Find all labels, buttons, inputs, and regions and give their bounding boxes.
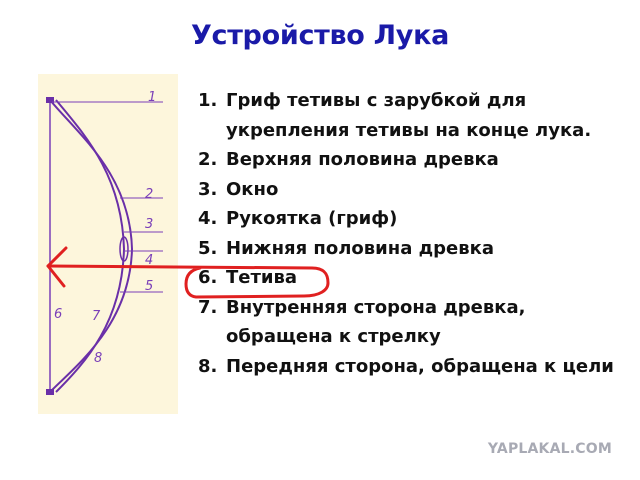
list-item: 7. Внутренняя сторона древка, обращена к … bbox=[198, 293, 618, 352]
bow-limb-outer bbox=[49, 99, 134, 393]
callout-4: 4 bbox=[145, 253, 153, 268]
list-item-number: 6. bbox=[198, 267, 218, 288]
list-item: 4. Рукоятка (гриф) bbox=[198, 204, 618, 234]
list-item: 2. Верхняя половина древка bbox=[198, 145, 618, 175]
list-item-number: 1. bbox=[198, 90, 218, 111]
callout-5: 5 bbox=[145, 279, 153, 294]
list-item-text: Тетива bbox=[226, 267, 298, 288]
bow-window bbox=[119, 236, 129, 262]
list-item-number: 3. bbox=[198, 178, 218, 200]
watermark: YAPLAKAL.COM bbox=[487, 441, 612, 457]
list-item-number: 2. bbox=[198, 149, 218, 170]
list-item-text: Окно bbox=[226, 178, 279, 200]
bow-limb-inner bbox=[55, 99, 126, 393]
list-item: 5. Нижняя половина древка bbox=[198, 234, 618, 264]
list-item-text: Внутренняя сторона древка, обращена к ст… bbox=[226, 296, 526, 348]
callout-3: 3 bbox=[145, 217, 153, 232]
list-item-number: 7. bbox=[198, 296, 218, 318]
list-item-text: Верхняя половина древка bbox=[226, 149, 499, 170]
list-item-number: 8. bbox=[198, 355, 218, 377]
callout-6: 6 bbox=[54, 307, 62, 322]
diagram-background bbox=[38, 74, 178, 414]
list-item-number: 4. bbox=[198, 208, 218, 229]
list-item: 1. Гриф тетивы с зарубкой для укрепления … bbox=[198, 86, 618, 145]
bow-diagram: 1 2 3 4 5 6 7 8 bbox=[38, 74, 178, 414]
slide-title: Устройство Лука bbox=[190, 20, 450, 51]
list-item-text: Нижняя половина древка bbox=[226, 237, 494, 259]
callout-8: 8 bbox=[94, 351, 102, 366]
list-item: 8. Передняя сторона, обращена к цели bbox=[198, 352, 618, 382]
list-item: 3. Окно bbox=[198, 175, 618, 205]
list-item-text: Рукоятка (гриф) bbox=[226, 208, 398, 229]
string-notch-bottom bbox=[46, 389, 54, 395]
list-item-text: Гриф тетивы с зарубкой для укрепления те… bbox=[226, 90, 592, 141]
callout-2: 2 bbox=[145, 187, 153, 202]
list-item-number: 5. bbox=[198, 237, 218, 259]
string-notch-top bbox=[46, 97, 54, 103]
callout-1: 1 bbox=[148, 90, 156, 105]
callout-7: 7 bbox=[92, 309, 101, 324]
list-item: 6. Тетива bbox=[198, 263, 618, 293]
list-item-text: Передняя сторона, обращена к цели bbox=[226, 355, 614, 377]
parts-list: 1. Гриф тетивы с зарубкой для укрепления … bbox=[198, 86, 618, 381]
